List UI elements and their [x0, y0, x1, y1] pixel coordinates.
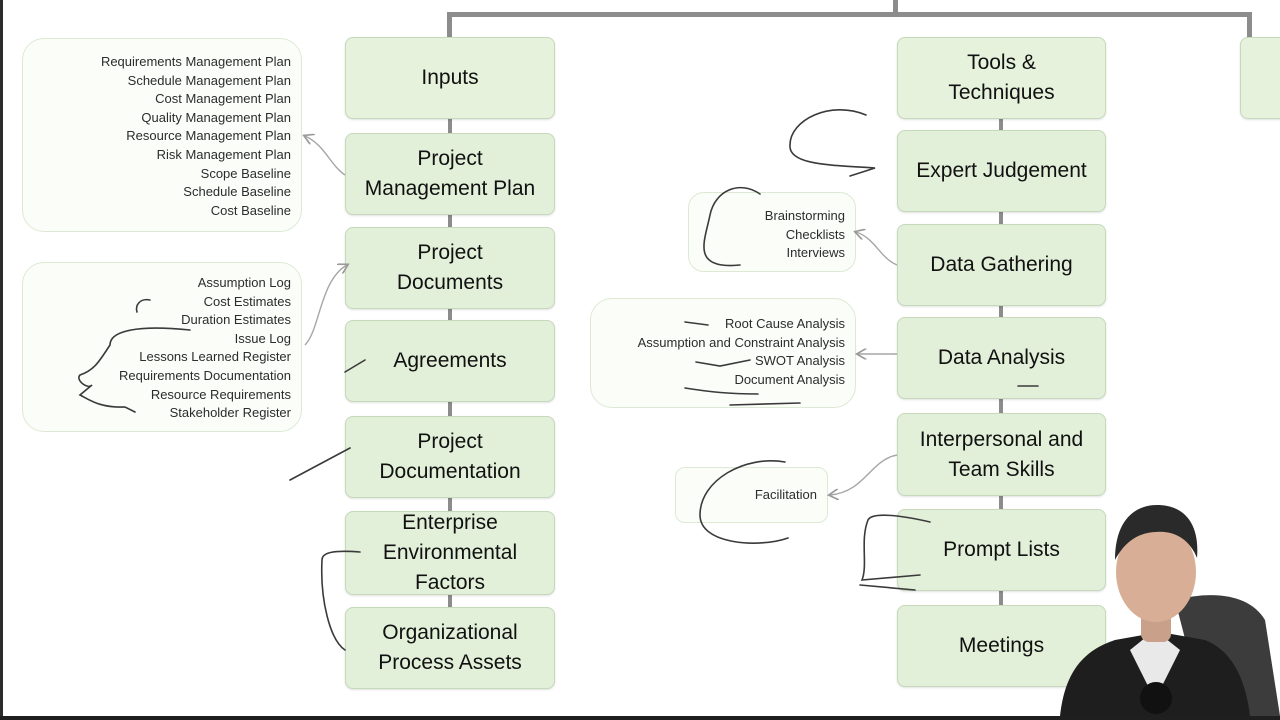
pen-scribble	[699, 460, 789, 544]
note-item: Document Analysis	[734, 371, 845, 387]
input-enterprise-environmental-factors[interactable]: Enterprise Environmental Factors	[345, 511, 555, 595]
tools-header: Tools & Techniques	[897, 37, 1106, 119]
input-project-documents[interactable]: Project Documents	[345, 227, 555, 309]
note-item: Cost Estimates	[203, 293, 291, 309]
pen-scribble	[695, 359, 751, 367]
tree-connector-outputs-drop	[1247, 12, 1252, 40]
pen-scribble	[135, 298, 151, 313]
tool-data-analysis[interactable]: Data Analysis	[897, 317, 1106, 399]
note-item: Assumption and Constraint Analysis	[637, 334, 845, 350]
note-item: SWOT Analysis	[754, 353, 845, 369]
pen-scribble	[860, 514, 931, 581]
input-agreements[interactable]: Agreements	[345, 320, 555, 402]
tool-interpersonal-team-skills[interactable]: Interpersonal and Team Skills	[897, 413, 1106, 496]
note-item: Cost Baseline	[210, 202, 291, 218]
tree-connector-top	[447, 12, 1252, 17]
data-analysis-note: Root Cause Analysis Assumption and Const…	[590, 298, 856, 408]
interpersonal-skills-note: Facilitation	[675, 467, 828, 523]
tool-expert-judgement[interactable]: Expert Judgement	[897, 130, 1106, 212]
note-item: Brainstorming	[764, 208, 845, 223]
tree-connector-trunk	[893, 0, 898, 14]
pen-scribble	[344, 359, 366, 373]
presenter-shirt	[1130, 638, 1180, 700]
tool-data-gathering[interactable]: Data Gathering	[897, 224, 1106, 306]
tool-prompt-lists[interactable]: Prompt Lists	[897, 509, 1106, 591]
note-item: Schedule Management Plan	[127, 72, 291, 88]
tree-connector-inputs-drop	[447, 12, 452, 40]
pen-scribble	[729, 402, 801, 406]
presenter-face	[1116, 522, 1196, 622]
callout-arrow	[830, 454, 898, 495]
note-item: Resource Requirements	[150, 386, 291, 402]
note-item: Interviews	[786, 245, 845, 261]
project-documents-note: Assumption Log Cost Estimates Duration E…	[22, 262, 302, 432]
note-item: Stakeholder Register	[169, 405, 291, 421]
callout-arrow	[305, 136, 346, 176]
input-project-management-plan[interactable]: Project Management Plan	[345, 133, 555, 215]
note-item: Root Cause Analysis	[725, 316, 845, 331]
note-item: Duration Estimates	[181, 312, 291, 328]
pen-scribble	[703, 186, 761, 267]
outputs-header-partial	[1240, 37, 1280, 119]
note-item: Facilitation	[754, 487, 817, 502]
note-item: Issue Log	[234, 330, 291, 346]
note-item: Scope Baseline	[200, 165, 291, 181]
input-organizational-process-assets[interactable]: Organizational Process Assets	[345, 607, 555, 689]
note-item: Quality Management Plan	[141, 109, 291, 125]
data-gathering-note: Brainstorming Checklists Interviews	[688, 192, 856, 272]
callout-arrow	[304, 265, 347, 346]
tool-meetings[interactable]: Meetings	[897, 605, 1106, 687]
pen-scribble	[320, 550, 361, 651]
pen-scribble	[684, 321, 709, 326]
note-item: Requirements Documentation	[119, 367, 291, 383]
pen-scribble	[289, 447, 351, 481]
note-item: Lessons Learned Register	[139, 349, 291, 365]
presenter-hair	[1115, 505, 1198, 560]
window-edge-bottom	[0, 716, 1280, 720]
pm-plan-components-note: Requirements Management Plan Schedule Ma…	[22, 38, 302, 232]
note-item: Cost Management Plan	[155, 91, 291, 107]
note-item: Checklists	[785, 226, 845, 242]
input-project-documentation[interactable]: Project Documentation	[345, 416, 555, 498]
note-item: Assumption Log	[197, 275, 291, 290]
note-item: Risk Management Plan	[156, 146, 291, 162]
pen-scribble	[859, 584, 916, 591]
callout-arrow	[856, 232, 898, 266]
pen-scribble	[78, 327, 191, 413]
note-item: Schedule Baseline	[183, 184, 291, 200]
note-item: Requirements Management Plan	[100, 54, 291, 69]
inputs-header: Inputs	[345, 37, 555, 119]
pen-scribble	[789, 109, 876, 177]
window-edge-left	[0, 0, 3, 720]
presenter-video	[1060, 505, 1280, 716]
pen-scribble	[684, 387, 759, 395]
microphone	[1140, 682, 1172, 714]
note-item: Resource Management Plan	[126, 128, 291, 144]
